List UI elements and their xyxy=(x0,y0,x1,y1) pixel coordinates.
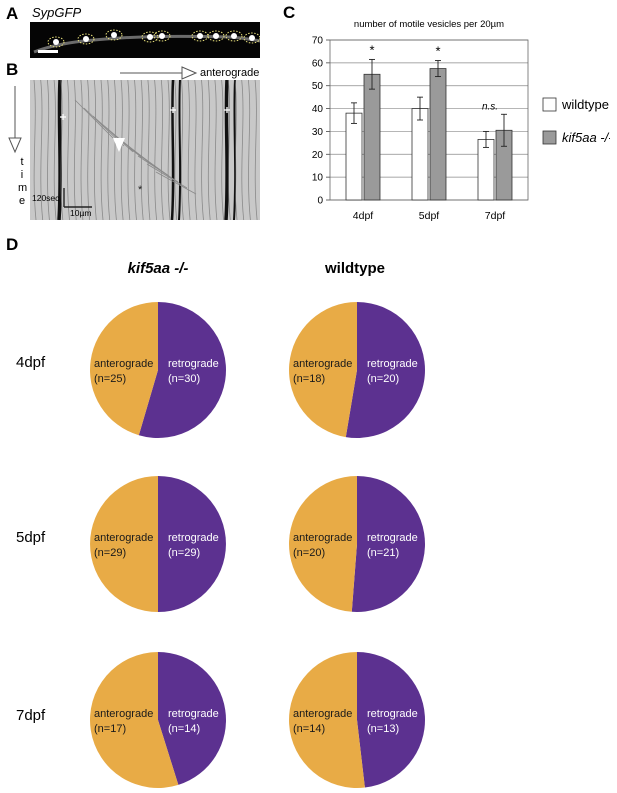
significance-annotation: * xyxy=(435,44,440,59)
retrograde-slice xyxy=(345,302,425,438)
column-header-wildtype: wildtype xyxy=(324,260,385,277)
panel-letter-c: C xyxy=(283,3,296,22)
panel-letter-d: D xyxy=(6,235,19,254)
x-tick-label-4dpf: 4dpf xyxy=(353,210,374,222)
anterograde-slice xyxy=(289,652,365,788)
retrograde-count: (n=13) xyxy=(367,723,399,735)
legend-label: wildtype xyxy=(561,97,609,112)
pie-kif5aa-5dpf: anterograde (n=29) retrograde (n=29) xyxy=(90,476,226,612)
row-label-5dpf: 5dpf xyxy=(16,529,46,546)
anterograde-count: (n=17) xyxy=(94,723,126,735)
retrograde-label: retrograde xyxy=(367,358,418,370)
panel-letter-a: A xyxy=(6,4,19,23)
sypgfp-image xyxy=(30,22,260,58)
anterograde-count: (n=29) xyxy=(94,547,126,559)
anterograde-slice xyxy=(289,302,357,438)
column-header-kif5aa: kif5aa -/- xyxy=(127,260,189,277)
anterograde-label: anterograde xyxy=(94,532,153,544)
retrograde-slice xyxy=(158,652,227,785)
time-arrow xyxy=(8,86,22,154)
anterograde-label: anterograde xyxy=(94,358,153,370)
y-tick-label: 60 xyxy=(312,58,324,69)
bar-wildtype-4dpf xyxy=(345,112,363,201)
retrograde-slice xyxy=(351,476,425,612)
kymograph: * xyxy=(30,80,260,220)
retrograde-slice xyxy=(357,652,425,788)
pie-wildtype-5dpf: anterograde (n=20) retrograde (n=21) xyxy=(289,476,425,612)
y-tick-label: 10 xyxy=(312,173,324,184)
retrograde-label: retrograde xyxy=(367,532,418,544)
anterograde-label: anterograde xyxy=(293,532,352,544)
significance-annotation: * xyxy=(369,42,374,57)
time-scale-label: 120sec xyxy=(32,193,60,203)
significance-annotation: n.s. xyxy=(482,101,498,112)
retrograde-label: retrograde xyxy=(367,708,418,720)
anterograde-slice xyxy=(90,476,158,612)
panel-letter-b: B xyxy=(6,60,19,79)
retrograde-count: (n=14) xyxy=(168,723,200,735)
anterograde-label: anterograde xyxy=(94,708,153,720)
legend-swatch xyxy=(542,97,557,112)
retrograde-count: (n=20) xyxy=(367,373,399,385)
legend-label: kif5aa -/- xyxy=(562,130,610,145)
retrograde-count: (n=29) xyxy=(168,547,200,559)
pie-wildtype-4dpf: anterograde (n=18) retrograde (n=20) xyxy=(289,302,425,438)
retrograde-label: retrograde xyxy=(168,532,219,544)
pie-kif5aa-4dpf: anterograde (n=25) retrograde (n=30) xyxy=(90,302,227,438)
anterograde-count: (n=20) xyxy=(293,547,325,559)
anterograde-count: (n=25) xyxy=(94,373,126,385)
legend-swatch xyxy=(542,130,557,145)
retrograde-count: (n=30) xyxy=(168,373,200,385)
sypgfp-label: SypGFP xyxy=(32,5,82,20)
anterograde-arrow xyxy=(120,66,198,80)
y-tick-label: 0 xyxy=(317,196,323,207)
pie-charts: anterograde(n=25)retrograde(n=30)anterog… xyxy=(89,302,425,788)
bar-kif5aa-4dpf xyxy=(363,73,381,201)
anterograde-count: (n=14) xyxy=(293,723,325,735)
pie-wildtype-7dpf: anterograde (n=14) retrograde (n=13) xyxy=(289,652,425,788)
y-tick-label: 50 xyxy=(312,81,324,92)
retrograde-label: retrograde xyxy=(168,358,219,370)
bar-kif5aa-5dpf xyxy=(429,68,447,201)
chart-title: number of motile vesicles per 20µm xyxy=(354,19,504,30)
y-tick-label: 30 xyxy=(312,127,324,138)
plot-frame xyxy=(329,39,529,201)
anterograde-label: anterograde xyxy=(200,67,260,79)
anterograde-slice xyxy=(289,476,357,612)
svg-text:*: * xyxy=(138,184,143,196)
retrograde-slice xyxy=(138,302,227,438)
distance-scale-label: 10µm xyxy=(70,208,92,218)
anterograde-slice xyxy=(90,302,158,436)
x-tick-label-5dpf: 5dpf xyxy=(419,210,440,222)
y-tick-label: 70 xyxy=(312,36,324,47)
bar-wildtype-5dpf xyxy=(411,108,429,201)
anterograde-label: anterograde xyxy=(293,358,352,370)
y-tick-label: 40 xyxy=(312,104,324,115)
y-tick-label: 20 xyxy=(312,150,324,161)
retrograde-count: (n=21) xyxy=(367,547,399,559)
anterograde-label: anterograde xyxy=(293,708,352,720)
row-label-7dpf: 7dpf xyxy=(16,707,46,724)
anterograde-count: (n=18) xyxy=(293,373,325,385)
retrograde-slice xyxy=(158,476,226,612)
bar-chart: number of motile vesicles per 20µm 0 10 20 3… xyxy=(312,19,610,222)
bar-wildtype-7dpf xyxy=(477,139,495,201)
pie-kif5aa-7dpf: anterograde (n=17) retrograde (n=14) xyxy=(89,652,227,788)
arrowhead-marker xyxy=(113,138,125,152)
retrograde-label: retrograde xyxy=(168,708,219,720)
anterograde-slice xyxy=(89,652,179,788)
row-label-4dpf: 4dpf xyxy=(16,354,46,371)
x-tick-label-7dpf: 7dpf xyxy=(485,210,506,222)
